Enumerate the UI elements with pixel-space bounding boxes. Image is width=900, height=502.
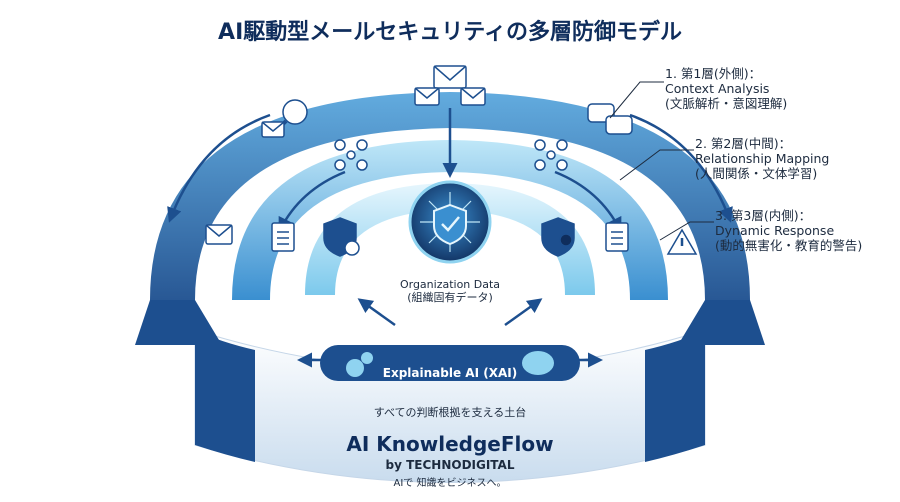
brand-name: AI KnowledgeFlow <box>346 432 554 456</box>
gear-icon <box>346 352 373 377</box>
layer-3-name: Dynamic Response <box>715 223 835 238</box>
layer-1-name: Context Analysis <box>665 81 770 96</box>
shield-check-icon <box>433 203 467 246</box>
layer-2-title: 2. 第2層(中間)： <box>695 136 792 151</box>
diagram-title: AI駆動型メールセキュリティの多層防御モデル <box>218 20 682 45</box>
brain-icon <box>522 351 554 375</box>
shield-bug-icon <box>541 217 575 257</box>
layer-1-title: 1. 第1層(外側)： <box>665 66 762 81</box>
layer-2-desc: (人間関係・文体学習) <box>695 166 818 181</box>
layer-3-desc: (動的無害化・教育的警告) <box>715 238 863 253</box>
document-icon <box>271 222 295 252</box>
brand-company: by TECHNODIGITAL <box>385 458 515 472</box>
layer-1-label: 1. 第1層(外側)： Context Analysis (文脈解析・意図理解) <box>665 66 787 111</box>
organization-data-title: Organization Data <box>399 278 501 291</box>
network-icon <box>334 139 368 171</box>
shield-question-icon <box>323 217 360 257</box>
mail-icon <box>205 224 233 245</box>
document-icon <box>605 222 629 252</box>
chat-icon <box>587 103 633 135</box>
mail-icon <box>414 87 440 106</box>
brand-tagline: AIで 知識をビジネスへ。 <box>393 478 507 489</box>
xai-label: Explainable AI (XAI) <box>382 366 518 380</box>
layer-3-label: 3. 第3層(内側)： Dynamic Response (動的無害化・教育的警… <box>715 208 862 253</box>
mail-icon <box>261 121 285 138</box>
layer-2-label: 2. 第2層(中間)： Relationship Mapping (人間関係・文… <box>695 136 829 181</box>
mail-icon <box>460 87 486 106</box>
organization-data-core <box>408 180 492 264</box>
middle-layer-ring <box>232 140 668 300</box>
network-icon <box>534 139 568 171</box>
inner-layer-ring <box>305 183 595 295</box>
mail-icon <box>433 65 467 89</box>
layer-3-title: 3. 第3層(内側)： <box>715 208 812 223</box>
xai-bar <box>320 345 580 381</box>
organization-data-subtitle: (組織固有データ) <box>407 291 493 304</box>
organization-data-label: Organization Data (組織固有データ) <box>385 278 515 304</box>
callout-lines <box>609 81 714 241</box>
layer-2-name: Relationship Mapping <box>695 151 830 166</box>
layer-1-desc: (文脈解析・意図理解) <box>665 96 788 111</box>
warning-icon <box>666 228 698 255</box>
outer-layer-ring <box>135 92 765 345</box>
foundation-caption: すべての判断根拠を支える土台 <box>373 406 527 419</box>
